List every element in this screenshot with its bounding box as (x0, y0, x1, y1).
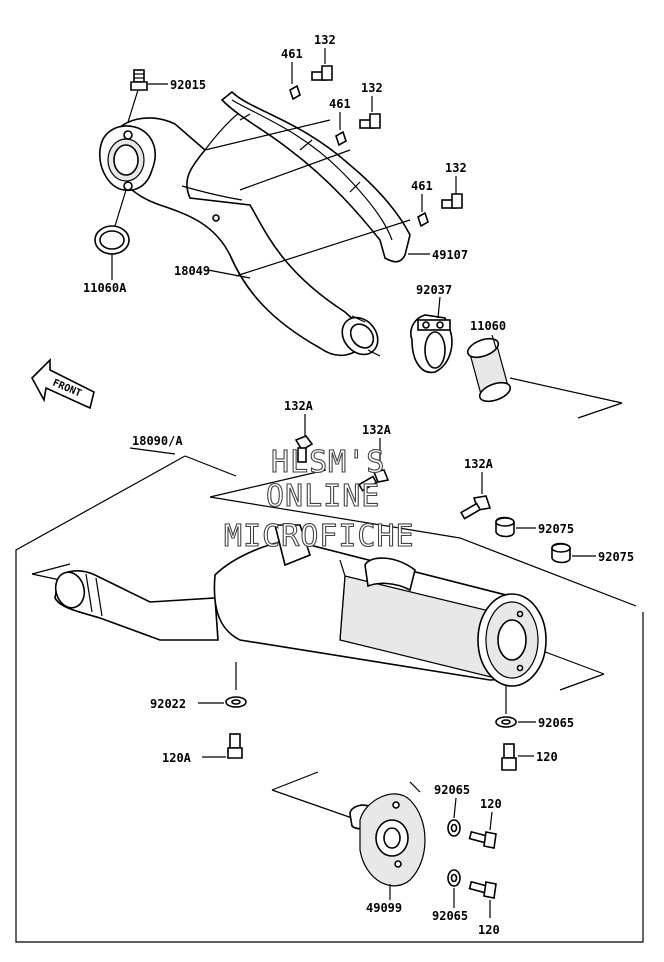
washer-92065-b (447, 819, 461, 837)
end-plate-49099 (349, 793, 426, 887)
watermark-line-1: HLSM'S (271, 445, 385, 480)
bolt-132a-3 (459, 495, 492, 520)
label-11060: 11060 (470, 319, 506, 333)
watermark-line-2: ONLINE (266, 479, 380, 514)
watermark-line-3: MICROFICHE (224, 519, 415, 554)
bolt-132a-1 (294, 435, 314, 463)
label-92065-c: 92065 (432, 909, 468, 923)
washer-92022 (225, 696, 247, 708)
label-132a-3: 132A (464, 457, 494, 471)
bolt-120a (227, 733, 243, 759)
bolt-120-c (468, 880, 497, 899)
bolt-120-b (468, 830, 497, 849)
label-92015: 92015 (170, 78, 206, 92)
watermark: HLSM'S ONLINE MICROFICHE (223, 444, 415, 554)
label-92075-b: 92075 (598, 550, 634, 564)
label-92065-b: 92065 (434, 783, 470, 797)
clamp-92037 (410, 314, 453, 374)
label-120-c: 120 (478, 923, 500, 937)
washer-461-c (417, 211, 429, 228)
label-120-b: 120 (480, 797, 502, 811)
label-461-b: 461 (329, 97, 351, 111)
muffler-assembly-frame (15, 455, 644, 943)
front-arrow-icon: FRONT (31, 358, 95, 410)
bolt-132a-2 (357, 469, 390, 492)
label-461-a: 461 (281, 47, 303, 61)
muffler-18090 (54, 524, 547, 687)
stud-92015 (130, 69, 148, 91)
label-92075-a: 92075 (538, 522, 574, 536)
label-132a-2: 132A (362, 423, 392, 437)
label-461-c: 461 (411, 179, 433, 193)
gasket-sleeve-11060 (466, 337, 512, 403)
bolt-132-a (311, 65, 333, 81)
bolt-132-c (441, 193, 463, 209)
label-18090a: 18090/A (132, 434, 183, 448)
label-18049: 18049 (174, 264, 210, 278)
bolt-132-b (359, 113, 381, 129)
header-pipe-end (341, 315, 381, 357)
grommet-92075-a (495, 516, 515, 538)
label-11060a: 11060A (83, 281, 127, 295)
grommet-92075-b (551, 542, 571, 564)
label-120a: 120A (162, 751, 192, 765)
washer-461-a (289, 84, 301, 101)
label-92037: 92037 (416, 283, 452, 297)
label-49099: 49099 (366, 901, 402, 915)
washer-92065-a (495, 716, 517, 728)
bolt-120-a (501, 743, 517, 771)
label-132-b: 132 (361, 81, 383, 95)
label-120-a: 120 (536, 750, 558, 764)
washer-92065-c (447, 869, 461, 887)
gasket-11060a (94, 225, 130, 255)
label-132-a: 132 (314, 33, 336, 47)
label-49107: 49107 (432, 248, 468, 262)
label-132a-1: 132A (284, 399, 314, 413)
label-92022: 92022 (150, 697, 186, 711)
header-flange (99, 125, 156, 192)
label-92065-a: 92065 (538, 716, 574, 730)
label-132-c: 132 (445, 161, 467, 175)
washer-461-b (335, 130, 347, 147)
